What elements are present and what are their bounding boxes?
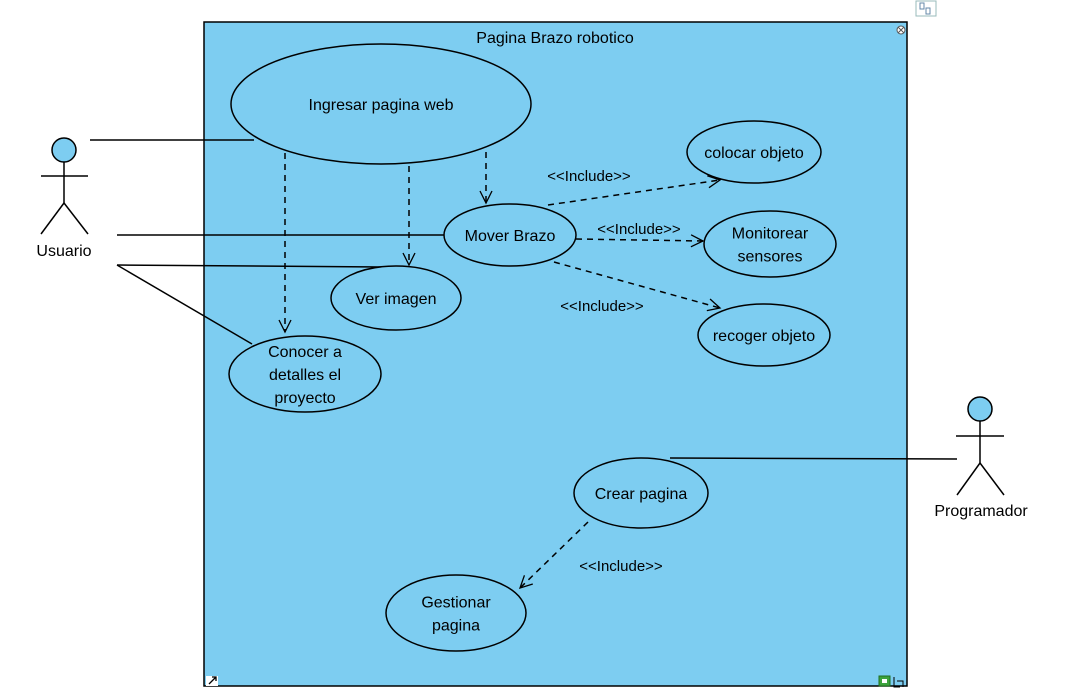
- use-case-label-line: Monitorear: [732, 226, 809, 243]
- include-label: <<Include>>: [579, 558, 663, 575]
- svg-text:colocar objeto: colocar objeto: [704, 145, 804, 162]
- include-mover-recoger: [553, 261, 722, 312]
- assoc-programador-crear: [669, 457, 958, 460]
- use-case-label-line: proyecto: [274, 390, 335, 407]
- svg-text:Mover Brazo: Mover Brazo: [465, 228, 556, 245]
- svg-text:Ver imagen: Ver imagen: [356, 291, 437, 308]
- use-case-label-line: Crear pagina: [595, 486, 688, 503]
- include-mover-colocar: [547, 175, 722, 206]
- status-check-icon: [878, 675, 904, 688]
- svg-text:Crear pagina: Crear pagina: [595, 486, 688, 503]
- actor-usuario[interactable]: Usuario: [36, 137, 92, 260]
- use-case-colocar-objeto[interactable]: colocar objeto: [686, 120, 822, 184]
- use-case-conocer-detalles[interactable]: Conocer a detalles el proyecto: [228, 335, 382, 413]
- use-case-label-line: pagina: [432, 618, 480, 635]
- stick-figure-icon: [40, 137, 89, 235]
- include-relations: [278, 152, 722, 590]
- use-case-mover-brazo[interactable]: Mover Brazo: [443, 203, 577, 267]
- include-label: <<Include>>: [547, 168, 631, 185]
- actor-label-usuario: Usuario: [36, 243, 91, 260]
- assoc-usuario-ver: [116, 264, 385, 268]
- document-icon: [915, 0, 937, 17]
- use-case-label-line: Ingresar pagina web: [309, 97, 454, 114]
- use-case-gestionar-pagina[interactable]: Gestionar pagina: [385, 574, 527, 652]
- boundary-corner-icon: [896, 25, 906, 35]
- actor-programador[interactable]: Programador: [934, 396, 1028, 520]
- system-title: Pagina Brazo robotico: [476, 30, 634, 47]
- use-case-label-line: sensores: [738, 249, 803, 266]
- include-label: <<Include>>: [597, 221, 681, 238]
- use-case-monitorear-sensores[interactable]: Monitorear sensores: [703, 210, 837, 278]
- associations: [90, 139, 958, 460]
- actor-label-programador: Programador: [934, 503, 1028, 520]
- use-case-label-line: detalles el: [269, 367, 341, 384]
- use-case-recoger-objeto[interactable]: recoger objeto: [697, 303, 831, 367]
- stick-figure-icon: [956, 396, 1005, 496]
- use-case-label-line: colocar objeto: [704, 145, 804, 162]
- assoc-usuario-conocer: [116, 264, 253, 345]
- use-case-label-line: Ver imagen: [356, 291, 437, 308]
- use-case-crear-pagina[interactable]: Crear pagina: [573, 457, 709, 529]
- use-case-label-line: recoger objeto: [713, 328, 815, 345]
- svg-text:Ingresar pagina web: Ingresar pagina web: [309, 97, 454, 114]
- include-label: <<Include>>: [560, 298, 644, 315]
- use-case-label-line: Mover Brazo: [465, 228, 556, 245]
- svg-text:recoger objeto: recoger objeto: [713, 328, 815, 345]
- resize-arrow-icon[interactable]: [206, 676, 218, 686]
- use-case-label-line: Conocer a: [268, 344, 342, 361]
- include-crear-gestionar: [518, 521, 589, 590]
- use-case-ingresar-pagina-web[interactable]: Ingresar pagina web: [230, 43, 532, 165]
- use-case-ver-imagen[interactable]: Ver imagen: [330, 265, 462, 331]
- use-case-label-line: Gestionar: [421, 595, 491, 612]
